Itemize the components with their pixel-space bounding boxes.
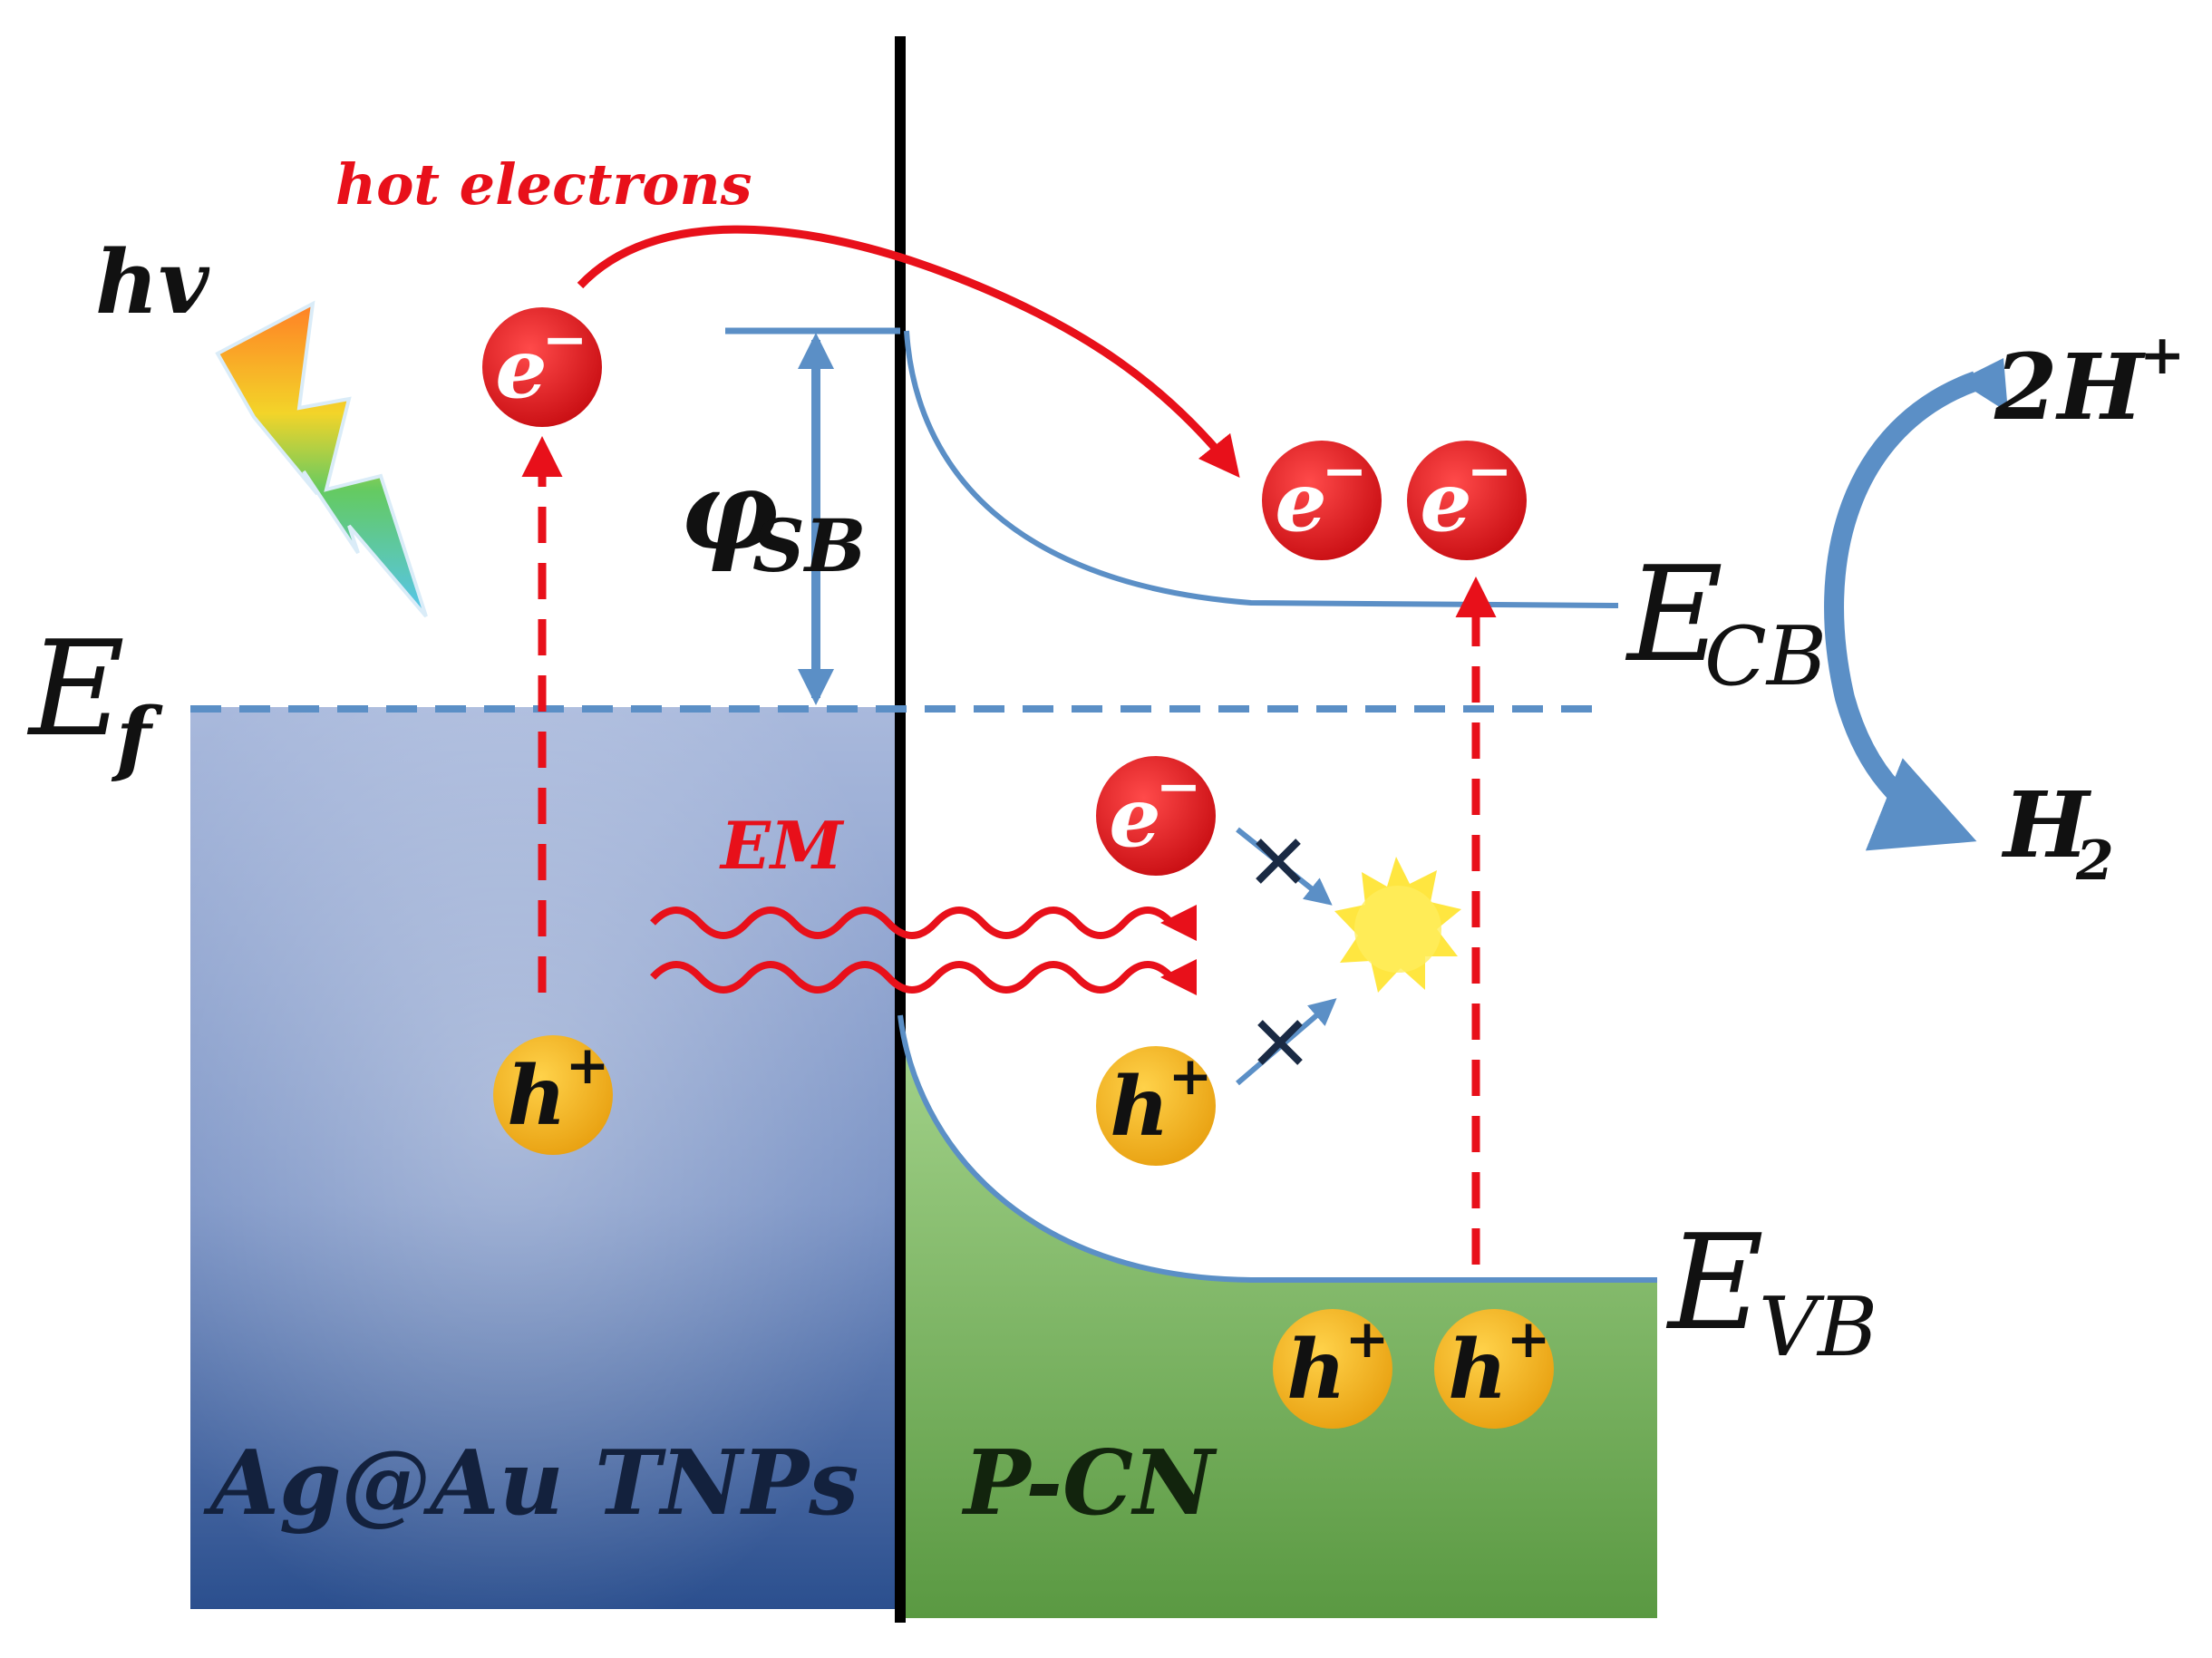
svg-text:2: 2: [2075, 829, 2114, 893]
svg-text:h: h: [507, 1048, 566, 1144]
svg-text:f: f: [111, 690, 163, 786]
conduction-band-line: [904, 330, 1619, 608]
metal-label: Ag@Au TNPs: [203, 1431, 859, 1536]
recombination-spark-icon: [1334, 857, 1461, 993]
recombination-electron: e −: [1096, 755, 1216, 876]
cb-electron-2: e −: [1407, 440, 1527, 560]
svg-text:E: E: [1625, 538, 1723, 692]
svg-text:E: E: [26, 613, 125, 766]
svg-text:E: E: [1665, 1207, 1764, 1360]
blocked-recombination-arrows: [1236, 827, 1337, 1086]
photon-label: hv: [95, 231, 210, 334]
svg-text:−: −: [1322, 440, 1367, 503]
vb-hole-2: h +: [1434, 1308, 1554, 1429]
vb-hole-1: h +: [1273, 1308, 1392, 1429]
svg-text:CB: CB: [1704, 609, 1827, 704]
svg-text:φ: φ: [680, 447, 779, 575]
svg-text:+: +: [2139, 324, 2185, 387]
svg-text:e: e: [495, 321, 547, 417]
reaction-arrow: [1824, 358, 2008, 851]
hydrogen-label: H 2: [2001, 771, 2114, 893]
cb-electron-1: e −: [1262, 440, 1382, 560]
svg-text:VB: VB: [1759, 1280, 1877, 1375]
proton-label: 2H +: [1994, 324, 2185, 441]
svg-text:e: e: [1420, 454, 1471, 550]
svg-text:h: h: [1286, 1322, 1345, 1418]
svg-text:e: e: [1275, 454, 1326, 550]
valence-band-line: [897, 1014, 1657, 1283]
valence-band-label: E VB: [1665, 1207, 1877, 1375]
svg-text:+: +: [1507, 1308, 1551, 1370]
metal-electron: e −: [482, 307, 602, 427]
hot-electrons-label: hot electrons: [335, 151, 752, 218]
metal-hole: h +: [493, 1034, 613, 1155]
recombination-hole: h +: [1096, 1045, 1216, 1166]
svg-text:SB: SB: [752, 503, 866, 588]
conduction-band-label: E CB: [1625, 538, 1827, 704]
em-wave-arrows: [650, 905, 1197, 995]
svg-text:h: h: [1448, 1322, 1507, 1418]
semiconductor-block: [900, 1015, 1657, 1618]
svg-text:2H: 2H: [1994, 334, 2147, 441]
svg-text:h: h: [1110, 1059, 1169, 1155]
svg-text:+: +: [1345, 1308, 1390, 1370]
fermi-level-label: E f: [26, 613, 163, 786]
svg-text:−: −: [1156, 755, 1201, 819]
light-bolt-icon: [215, 300, 428, 618]
semiconductor-label: P-CN: [961, 1431, 1218, 1536]
em-label: EM: [719, 807, 845, 884]
svg-text:H: H: [2001, 771, 2092, 878]
svg-text:+: +: [1169, 1045, 1213, 1107]
svg-text:+: +: [566, 1034, 610, 1096]
svg-text:−: −: [1467, 440, 1512, 503]
svg-text:−: −: [542, 308, 587, 372]
svg-text:e: e: [1109, 770, 1160, 866]
hot-electron-arrow: [577, 225, 1240, 479]
schottky-barrier-label: φ SB: [680, 447, 866, 588]
